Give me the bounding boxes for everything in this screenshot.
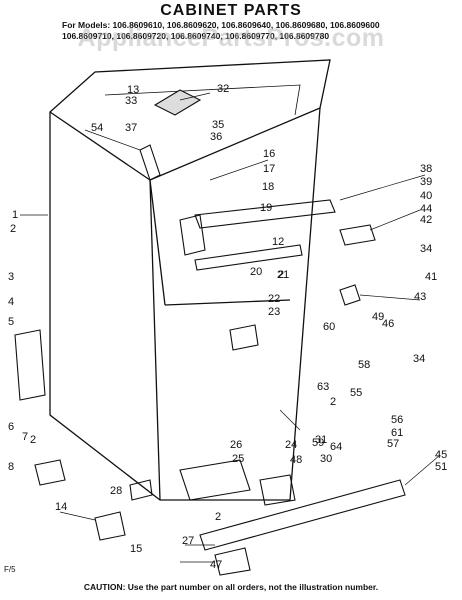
cable-bundle	[139, 144, 161, 181]
watermark: AppliancePartsPros.com	[77, 24, 385, 52]
cabinet-outline	[49, 59, 331, 501]
leader-lines	[20, 92, 441, 563]
callout-60: 60	[323, 321, 335, 333]
callout-25: 25	[232, 453, 244, 465]
callout-46: 46	[382, 318, 394, 330]
callout-35: 35	[212, 119, 224, 131]
callout-24: 24	[285, 439, 297, 451]
callout-40: 40	[420, 190, 432, 202]
callout-8: 8	[8, 461, 14, 473]
latch	[339, 284, 361, 306]
callout-64: 64	[330, 441, 342, 453]
callout-45: 45	[435, 449, 447, 461]
callout-20: 20	[250, 266, 262, 278]
callout-23: 23	[268, 306, 280, 318]
cross-rail	[194, 244, 303, 271]
callout-27: 27	[182, 535, 194, 547]
callout-32: 32	[217, 83, 229, 95]
callout-26: 26	[230, 439, 242, 451]
hinge-bracket	[339, 224, 376, 246]
callout-39: 39	[420, 176, 432, 188]
model-list: For Models: 106.8609610, 106.8609620, 10…	[62, 20, 457, 42]
brace-bar	[194, 199, 336, 229]
page-title: CABINET PARTS	[160, 2, 302, 19]
callout-6: 6	[8, 421, 14, 433]
callout-36: 36	[210, 131, 222, 143]
model-list-line-1: For Models: 106.8609610, 106.8609620, 10…	[62, 20, 380, 30]
callout-13: 13	[127, 84, 139, 96]
callout-44: 44	[420, 203, 432, 215]
callout-12: 12	[272, 236, 284, 248]
callout-33: 33	[125, 95, 137, 107]
callout-2: 2	[30, 434, 36, 446]
callout-57: 57	[387, 438, 399, 450]
callout-48: 48	[290, 454, 302, 466]
callout-38: 38	[420, 163, 432, 175]
callout-49: 49	[372, 311, 384, 323]
callout-1: 1	[12, 209, 18, 221]
callout-2: 2	[10, 223, 16, 235]
callout-16: 16	[263, 148, 275, 160]
callout-4: 4	[8, 296, 14, 308]
callout-5: 5	[8, 316, 14, 328]
callout-2: 2	[330, 396, 336, 408]
callout-56: 56	[391, 414, 403, 426]
callout-3: 3	[8, 271, 14, 283]
callout-42: 42	[420, 214, 432, 226]
callout-58: 58	[358, 359, 370, 371]
callout-55: 55	[350, 387, 362, 399]
leveler-bracket	[214, 547, 251, 576]
callout-34: 34	[413, 353, 425, 365]
model-list-line-2: 106.8609710, 106.8609720, 106.8609740, 1…	[62, 31, 330, 41]
callout-22: 22	[268, 293, 280, 305]
callout-19: 19	[260, 202, 272, 214]
callout-2: 2	[278, 269, 284, 281]
side-panel-detail	[14, 329, 46, 401]
callout-61: 61	[391, 427, 403, 439]
callout-41: 41	[425, 271, 437, 283]
hinge-cover	[153, 89, 202, 116]
parts	[14, 89, 406, 576]
callout-59: 59	[312, 437, 324, 449]
roller	[94, 511, 126, 541]
callout-21: 21	[277, 269, 289, 281]
page-code: F/5	[4, 565, 16, 574]
wheel-assembly	[34, 459, 66, 486]
callout-28: 28	[110, 485, 122, 497]
callout-43: 43	[414, 291, 426, 303]
callout-54: 54	[91, 122, 103, 134]
callout-7: 7	[22, 431, 28, 443]
callout-18: 18	[262, 181, 274, 193]
small-bracket	[129, 479, 153, 501]
callout-31: 31	[315, 434, 327, 446]
callout-34: 34	[420, 243, 432, 255]
callout-63: 63	[317, 381, 329, 393]
thermostat	[229, 324, 259, 351]
control-box	[179, 214, 206, 256]
callout-17: 17	[263, 163, 275, 175]
drain-pan	[259, 474, 296, 506]
compressor-mount	[179, 459, 251, 501]
callout-2: 2	[215, 511, 221, 523]
callout-30: 30	[320, 453, 332, 465]
callout-15: 15	[130, 543, 142, 555]
callout-51: 51	[435, 461, 447, 473]
callout-47: 47	[210, 559, 222, 571]
toe-grille	[199, 479, 406, 551]
callout-37: 37	[125, 122, 137, 134]
callout-14: 14	[55, 501, 67, 513]
caution-note: CAUTION: Use the part number on all orde…	[83, 582, 379, 592]
